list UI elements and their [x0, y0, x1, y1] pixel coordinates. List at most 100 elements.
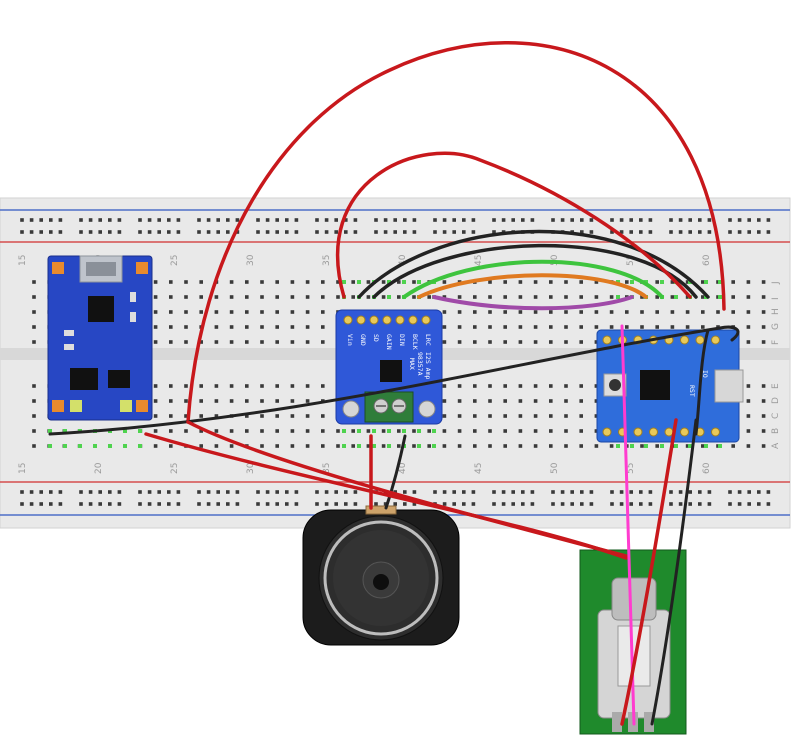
breadboard-hole — [184, 325, 188, 329]
breadboard-hole — [501, 490, 506, 494]
breadboard-hole — [640, 444, 644, 448]
connected-hole — [387, 280, 391, 284]
breadboard-hole — [518, 295, 523, 299]
breadboard-hole — [20, 490, 24, 494]
breadboard-hole — [315, 218, 319, 222]
connected-hole — [674, 444, 678, 448]
breadboard-hole — [344, 502, 348, 506]
speaker-ring — [323, 520, 439, 636]
breadboard-hole — [549, 384, 553, 388]
connected-hole — [387, 444, 391, 448]
breadboard-hole — [678, 218, 683, 222]
row-labels: J I H G F E D C B A — [771, 281, 781, 449]
breadboard-hole — [564, 429, 568, 433]
breadboard-hole — [685, 310, 690, 314]
connected-hole — [660, 444, 664, 448]
connected-hole — [417, 444, 421, 448]
breadboard-hole — [746, 310, 751, 314]
breadboard-hole — [462, 230, 466, 234]
column-labels-bottom: 15 20 25 30 35 40 45 50 55 60 — [18, 462, 712, 474]
breadboard-hole — [442, 230, 447, 234]
breadboard-hole — [619, 218, 624, 222]
breadboard-hole — [353, 502, 358, 506]
breadboard-hole — [564, 414, 568, 418]
mcu-pin — [695, 335, 705, 345]
breadboard-hole — [167, 230, 171, 234]
breadboard-hole — [457, 414, 462, 418]
breadboard-hole — [707, 490, 712, 494]
mount-hole — [418, 400, 436, 418]
breadboard-hole — [214, 444, 219, 448]
breadboard-hole — [305, 280, 310, 284]
breadboard-hole — [138, 490, 142, 494]
breadboard-hole — [761, 325, 766, 329]
breadboard-hole — [199, 384, 203, 388]
breadboard-hole — [442, 399, 447, 403]
wire-black — [48, 325, 740, 436]
breadboard-hole — [457, 384, 462, 388]
breadboard-hole — [321, 310, 325, 314]
breadboard-hole — [427, 429, 431, 433]
connected-hole — [48, 429, 52, 433]
breadboard-hole — [32, 429, 36, 433]
breadboard-hole — [334, 502, 338, 506]
breadboard-hole — [235, 502, 240, 506]
breadboard-hole — [290, 384, 295, 388]
breadboard-hole — [275, 340, 279, 344]
breadboard-hole — [214, 295, 219, 299]
mcu-pin — [680, 427, 689, 437]
breadboard-hole — [321, 429, 325, 433]
breadboard-hole — [260, 414, 264, 418]
mcu-label: IO — [701, 370, 709, 378]
breadboard-hole — [245, 280, 249, 284]
breadboard-hole — [564, 280, 568, 284]
breadboard-hole — [351, 429, 355, 433]
breadboard-hole — [473, 429, 477, 433]
breadboard-hole — [473, 295, 477, 299]
breadboard-hole — [629, 502, 633, 506]
breadboard-hole — [245, 295, 249, 299]
breadboard-hole — [551, 490, 555, 494]
breadboard-hole — [412, 295, 416, 299]
breadboard-hole — [275, 490, 279, 494]
breadboard-hole — [698, 218, 702, 222]
breadboard-hole — [199, 429, 203, 433]
col-label: 25 — [170, 255, 180, 266]
breadboard-hole — [452, 230, 456, 234]
breadboard-hole — [488, 295, 492, 299]
breadboard-hole — [518, 384, 523, 388]
breadboard-hole — [746, 444, 751, 448]
breadboard-hole — [766, 218, 771, 222]
breadboard-hole — [285, 502, 289, 506]
breadboard-hole — [457, 399, 462, 403]
connected-hole — [387, 295, 391, 299]
breadboard-hole — [518, 325, 523, 329]
breadboard-hole — [39, 490, 43, 494]
breadboard-hole — [153, 310, 158, 314]
pad-orange — [52, 400, 64, 412]
breadboard-hole — [698, 230, 702, 234]
breadboard-hole — [321, 444, 325, 448]
breadboard-hole — [457, 444, 462, 448]
breadboard-hole — [549, 429, 553, 433]
breadboard-hole — [594, 340, 599, 344]
breadboard-hole — [473, 399, 477, 403]
breadboard-hole — [503, 310, 507, 314]
breadboard-hole — [746, 325, 751, 329]
breadboard-hole — [492, 230, 496, 234]
breadboard-hole — [488, 325, 492, 329]
breadboard-hole — [707, 218, 712, 222]
breadboard-hole — [473, 384, 477, 388]
breadboard-hole — [235, 490, 240, 494]
breadboard-hole — [580, 490, 584, 494]
breadboard-hole — [351, 444, 355, 448]
breadboard-hole — [275, 295, 279, 299]
breadboard-hole — [564, 310, 568, 314]
connected-hole — [342, 280, 346, 284]
breadboard-hole — [737, 490, 742, 494]
breadboard-hole — [678, 502, 683, 506]
connected-hole — [357, 429, 361, 433]
breadboard-hole — [688, 502, 692, 506]
wire-black — [384, 434, 407, 510]
breadboard-hole — [757, 218, 761, 222]
